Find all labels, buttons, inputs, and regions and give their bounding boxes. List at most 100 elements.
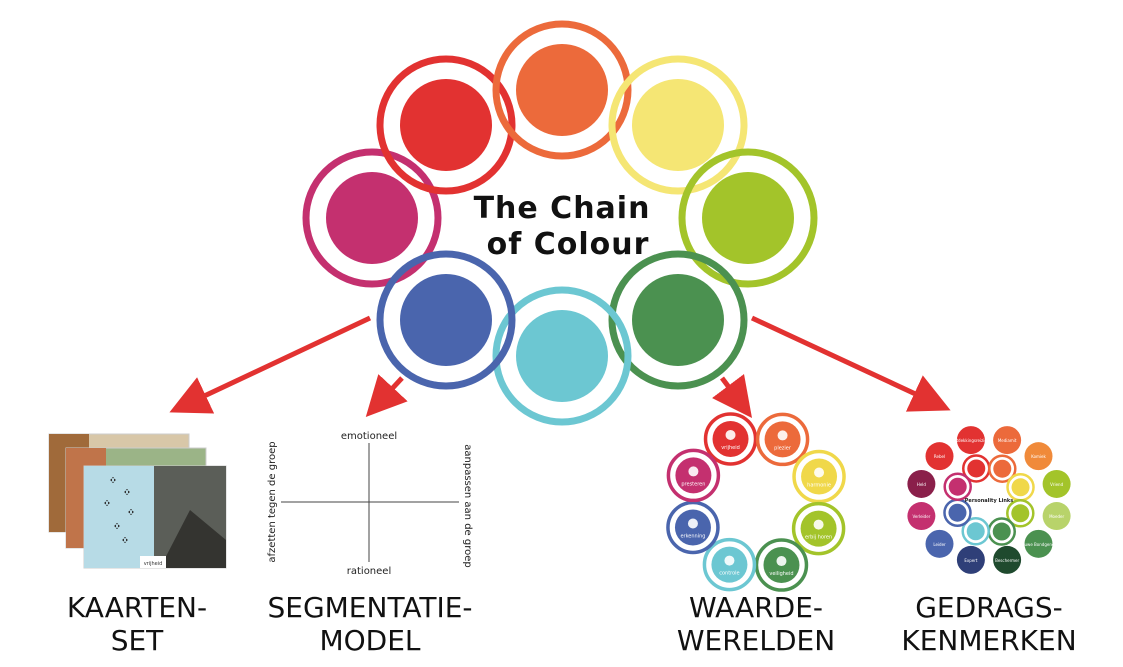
checkbox-icon — [724, 555, 735, 566]
trait-outer-disc — [1024, 442, 1053, 471]
card-front-butterflies-photo — [84, 466, 154, 568]
trait-inner-disc — [992, 522, 1011, 541]
trait-outer-label: Komiek — [1031, 454, 1046, 459]
butterfly-icon — [725, 429, 736, 440]
trait-outer-label: Expert — [964, 558, 978, 563]
waardewerelden-caption-line1: WAARDE- — [689, 591, 823, 624]
trait-outer-disc — [993, 545, 1022, 574]
chain-disc-green — [632, 274, 724, 366]
arrow-up-icon — [688, 466, 699, 477]
value-ring — [666, 500, 720, 555]
trait-outer-item: Leider — [925, 529, 954, 558]
chain-disc-cyan — [516, 310, 608, 402]
trait-outer-item: Rebel — [925, 442, 954, 471]
chain-ring-magenta — [302, 148, 442, 288]
value-label: erbij horen — [805, 535, 832, 541]
value-item: erkenning — [666, 500, 720, 555]
chain-disc-red — [400, 79, 492, 171]
value-label: veiligheid — [769, 571, 793, 577]
trait-outer-disc — [993, 426, 1022, 455]
trait-outer-label: Ontdekkingsreiziger — [951, 438, 991, 443]
trait-outer-disc — [925, 442, 954, 471]
ribbon-icon — [687, 518, 698, 529]
trait-outer-label: Vriend — [1050, 482, 1063, 487]
trait-inner-ring — [988, 454, 1017, 483]
chain-ring-blue — [376, 250, 516, 390]
trait-outer-label: Mediamit — [998, 438, 1017, 443]
card-front-road — [160, 510, 226, 568]
fence-icon — [813, 519, 824, 530]
trait-outer-item: Ontdekkingsreiziger — [951, 426, 991, 455]
trait-outer-item: Verleider — [907, 502, 936, 531]
value-item: presteren — [666, 448, 721, 503]
segment-left-label: afzetten tegen de groep — [267, 441, 278, 562]
pin-icon — [776, 556, 787, 567]
chain-disc-lime — [702, 172, 794, 264]
trait-center-label: Personality Links — [965, 498, 1013, 504]
butterflies-decoration — [104, 477, 134, 543]
colour-chain — [302, 20, 818, 426]
trait-outer-label: Moeder — [1049, 514, 1064, 519]
arrow-to-kaartenset — [169, 315, 372, 414]
chain-ring-lime — [678, 148, 818, 288]
value-ring — [754, 538, 809, 592]
segment-bottom-label: rationeel — [347, 566, 391, 577]
trait-outer-item: Expert — [956, 545, 985, 574]
trait-outer-disc — [907, 502, 936, 531]
trait-outer-item: Vriend — [1042, 469, 1071, 498]
segmentation-model: emotioneel rationeel afzetten tegen de g… — [267, 431, 473, 577]
arrows — [169, 315, 951, 418]
waardewerelden-caption-line2: WERELDEN — [677, 624, 835, 657]
value-ring — [702, 537, 757, 592]
trait-outer-disc — [1042, 502, 1071, 531]
trait-inner-ring — [943, 472, 972, 501]
trait-outer-label: Trouwe Bondgenoot — [1018, 542, 1059, 547]
value-item: erbij horen — [791, 501, 846, 556]
value-ring — [666, 448, 721, 503]
chain-ring-cyan — [492, 286, 632, 426]
value-ring — [792, 449, 846, 504]
value-label: erkenning — [680, 533, 705, 539]
segmentatiemodel-caption-line2: MODEL — [319, 624, 420, 657]
chain-ring-red — [376, 55, 516, 195]
value-label: vrijheid — [721, 445, 740, 451]
trait-outer-item: Held — [907, 469, 936, 498]
trait-outer-disc — [1042, 469, 1071, 498]
chain-ring-yellow — [608, 55, 748, 195]
trait-outer-label: Leider — [933, 542, 946, 547]
value-ring — [703, 412, 758, 466]
arrow-to-waardewerelden — [712, 374, 752, 418]
chain-disc-magenta — [326, 172, 418, 264]
trait-inner-ring — [961, 517, 990, 546]
chain-ring-orange — [492, 20, 632, 160]
trait-outer-label: Rebel — [934, 454, 945, 459]
value-ring — [791, 501, 846, 556]
value-item: veiligheid — [754, 538, 809, 592]
flower-icon — [777, 430, 788, 441]
trait-outer-item: Beschermer — [993, 545, 1022, 574]
card-label: vrijheid — [144, 561, 163, 567]
card-label-box — [140, 556, 166, 568]
card-set: vrijheid — [48, 433, 227, 569]
trait-inner-disc — [967, 459, 986, 478]
trait-inner-ring — [1006, 499, 1035, 528]
value-label: presteren — [681, 481, 705, 487]
chain-title-line1: The Chain — [474, 191, 651, 226]
trait-outer-disc — [1024, 529, 1053, 558]
trait-inner-disc — [948, 477, 967, 496]
value-item: harmonie — [792, 449, 846, 504]
arrow-to-segmentatiemodel — [365, 374, 408, 417]
value-label: plezier — [774, 445, 792, 451]
chain-ring-green — [608, 250, 748, 390]
value-item: vrijheid — [703, 412, 758, 466]
trait-inner-disc — [993, 459, 1012, 478]
chain-title-line2: of Colour — [487, 227, 650, 262]
trait-inner-disc — [1011, 504, 1030, 523]
trait-inner-disc — [966, 522, 985, 541]
gedragskenmerken-caption-line1: GEDRAGS- — [915, 591, 1063, 624]
value-label: controle — [719, 571, 739, 577]
trait-outer-item: Moeder — [1042, 502, 1071, 531]
trait-outer-disc — [907, 469, 936, 498]
